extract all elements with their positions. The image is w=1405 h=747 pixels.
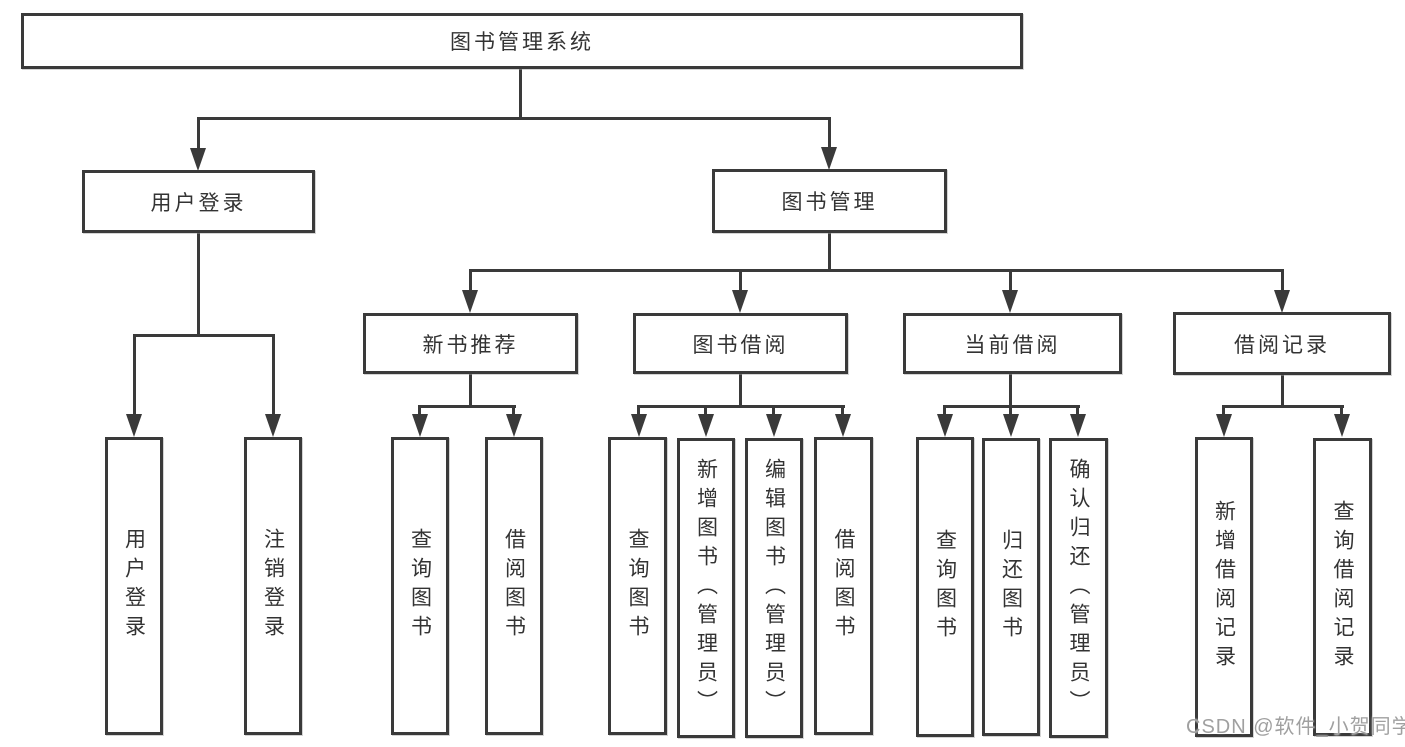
node-borrow-records-label: 借阅记录 bbox=[1234, 333, 1330, 357]
node-book-borrow: 图书借阅 bbox=[633, 313, 848, 374]
connector-book-management-splitter bbox=[469, 269, 1283, 272]
node-leaf-confirm-return-admin-label: 确认归还（管理员） bbox=[1067, 457, 1090, 719]
connector-leaf-stem bbox=[841, 405, 844, 417]
arrow-down-leaf-borrow-book bbox=[835, 414, 851, 437]
node-leaf-add-borrow-record: 新增借阅记录 bbox=[1195, 437, 1253, 737]
connector-leaf-user-login-stem bbox=[133, 334, 136, 416]
connector-leaf-stem bbox=[704, 405, 707, 417]
arrow-down-leaf-borrow-book-recommend bbox=[506, 414, 522, 437]
connector-user-login-stem bbox=[197, 233, 200, 336]
node-new-book-recommend-label: 新书推荐 bbox=[422, 333, 519, 357]
connector-to-book-management-stem bbox=[828, 117, 831, 149]
connector-new-book-recommend-stem bbox=[469, 371, 472, 408]
node-leaf-query-book-borrow-label: 查询图书 bbox=[626, 528, 649, 644]
node-leaf-query-borrow-record: 查询借阅记录 bbox=[1313, 438, 1372, 736]
connector-to-book-borrow-stem bbox=[739, 269, 742, 293]
node-leaf-edit-book-admin: 编辑图书（管理员） bbox=[745, 438, 803, 738]
node-leaf-borrow-book-recommend: 借阅图书 bbox=[485, 437, 543, 735]
node-new-book-recommend: 新书推荐 bbox=[363, 313, 578, 374]
node-leaf-logout-label: 注销登录 bbox=[261, 528, 285, 644]
connector-leaf-stem bbox=[772, 405, 775, 417]
connector-to-user-login-stem bbox=[197, 117, 200, 150]
connector-root-splitter bbox=[197, 117, 831, 120]
arrow-down-leaf-logout bbox=[265, 414, 281, 437]
node-leaf-confirm-return-admin: 确认归还（管理员） bbox=[1049, 438, 1108, 738]
arrow-down-leaf-query-book-current bbox=[937, 414, 953, 437]
arrow-down-leaf-query-book-borrow bbox=[631, 414, 647, 437]
node-leaf-borrow-book-recommend-label: 借阅图书 bbox=[502, 528, 526, 644]
arrow-down-user-login bbox=[190, 148, 206, 171]
node-leaf-borrow-book-label: 借阅图书 bbox=[832, 528, 855, 644]
node-current-borrow: 当前借阅 bbox=[903, 313, 1122, 374]
connector-to-current-borrow-stem bbox=[1009, 269, 1012, 293]
connector-book-borrow-splitter bbox=[638, 405, 845, 408]
connector-borrow-records-stem bbox=[1281, 371, 1284, 408]
connector-to-new-book-recommend-stem bbox=[469, 269, 472, 293]
connector-root-stem bbox=[519, 66, 522, 119]
node-borrow-records: 借阅记录 bbox=[1173, 312, 1391, 375]
arrow-down-leaf-add-borrow-record bbox=[1216, 414, 1232, 437]
node-leaf-query-book-recommend: 查询图书 bbox=[391, 437, 449, 735]
node-book-management-label: 图书管理 bbox=[781, 191, 878, 214]
node-leaf-add-book-admin: 新增图书（管理员） bbox=[677, 438, 735, 738]
connector-leaf-logout-stem bbox=[272, 334, 275, 416]
connector-leaf-stem bbox=[512, 405, 515, 417]
arrow-down-leaf-user-login bbox=[126, 414, 142, 437]
arrow-down-current-borrow bbox=[1002, 290, 1018, 313]
connector-user-login-splitter bbox=[133, 334, 275, 337]
connector-current-borrow-splitter bbox=[944, 405, 1080, 408]
connector-leaf-stem bbox=[943, 405, 946, 417]
arrow-down-book-management bbox=[821, 147, 837, 170]
arrow-down-borrow-records bbox=[1274, 290, 1290, 313]
arrow-down-leaf-confirm-return-admin bbox=[1070, 414, 1086, 437]
connector-leaf-stem bbox=[1009, 405, 1012, 417]
connector-new-book-recommend-splitter bbox=[418, 405, 516, 408]
node-current-borrow-label: 当前借阅 bbox=[964, 333, 1061, 357]
node-leaf-return-book-label: 归还图书 bbox=[999, 529, 1023, 645]
node-user-login: 用户登录 bbox=[82, 170, 315, 233]
node-leaf-edit-book-admin-label: 编辑图书（管理员） bbox=[762, 457, 786, 719]
node-leaf-query-book-recommend-label: 查询图书 bbox=[408, 528, 432, 644]
arrow-down-new-book-recommend bbox=[462, 290, 478, 313]
node-book-management: 图书管理 bbox=[712, 169, 947, 233]
arrow-down-leaf-edit-book-admin bbox=[766, 414, 782, 437]
arrow-down-leaf-query-book-recommend bbox=[412, 414, 428, 437]
node-leaf-query-book-current: 查询图书 bbox=[916, 437, 974, 737]
connector-leaf-stem bbox=[1076, 405, 1079, 417]
connector-leaf-stem bbox=[637, 405, 640, 417]
node-book-borrow-label: 图书借阅 bbox=[692, 333, 789, 357]
node-leaf-add-borrow-record-label: 新增借阅记录 bbox=[1212, 500, 1236, 674]
node-leaf-logout: 注销登录 bbox=[244, 437, 302, 735]
connector-leaf-stem bbox=[1222, 405, 1225, 417]
connector-book-borrow-stem bbox=[739, 371, 742, 408]
connector-leaf-stem bbox=[418, 405, 421, 417]
node-root-label: 图书管理系统 bbox=[450, 31, 594, 54]
node-leaf-return-book: 归还图书 bbox=[982, 438, 1040, 736]
node-leaf-query-book-current-label: 查询图书 bbox=[933, 529, 957, 645]
arrow-down-leaf-query-borrow-record bbox=[1334, 414, 1350, 437]
connector-borrow-records-splitter bbox=[1223, 405, 1344, 408]
arrow-down-leaf-add-book-admin bbox=[698, 414, 714, 437]
node-leaf-user-login-label: 用户登录 bbox=[122, 528, 146, 644]
node-root: 图书管理系统 bbox=[21, 13, 1023, 69]
watermark: CSDN @软件_小贺同学 bbox=[1186, 716, 1405, 738]
connector-current-borrow-stem bbox=[1009, 371, 1012, 408]
connector-leaf-stem bbox=[1340, 405, 1343, 417]
connector-to-borrow-records-stem bbox=[1281, 269, 1284, 293]
node-leaf-borrow-book: 借阅图书 bbox=[814, 437, 873, 735]
connector-book-management-stem bbox=[828, 233, 831, 272]
node-leaf-add-book-admin-label: 新增图书（管理员） bbox=[694, 457, 718, 719]
arrow-down-leaf-return-book bbox=[1003, 414, 1019, 437]
node-user-login-label: 用户登录 bbox=[150, 191, 247, 215]
node-leaf-query-borrow-record-label: 查询借阅记录 bbox=[1331, 500, 1354, 674]
node-leaf-user-login: 用户登录 bbox=[105, 437, 163, 735]
node-leaf-query-book-borrow: 查询图书 bbox=[608, 437, 667, 735]
arrow-down-book-borrow bbox=[732, 290, 748, 313]
